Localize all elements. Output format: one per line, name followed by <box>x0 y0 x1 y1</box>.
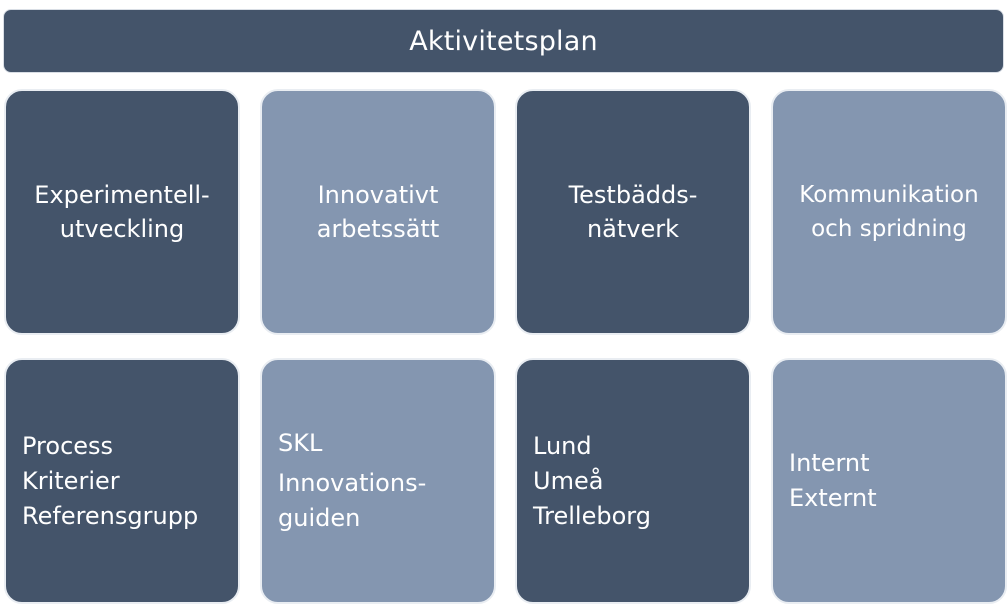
title-banner: Aktivitetsplan <box>3 9 1004 73</box>
detail-tile-experimentell: Process Kriterier Referensgrupp <box>4 358 240 604</box>
list-item: Process <box>22 431 114 460</box>
list-item: Umeå <box>533 466 604 495</box>
header-line: arbetssätt <box>316 215 440 243</box>
detail-tile-innovativt: SKL Innovations- guiden <box>260 358 496 604</box>
list-item: Innovations- <box>278 469 427 497</box>
detail-tile-testbadds: Lund Umeå Trelleborg <box>515 358 751 604</box>
list-item: Kriterier <box>22 466 120 495</box>
header-line: Kommunikation <box>799 182 979 208</box>
header-line: Experimentell- <box>34 181 210 209</box>
header-tile-testbadds: Testbädds- nätverk <box>515 89 751 335</box>
header-line: utveckling <box>59 215 185 243</box>
header-line: Testbädds- <box>568 181 698 209</box>
list-item: guiden <box>278 504 361 532</box>
header-tile-innovativt: Innovativt arbetssätt <box>260 89 496 335</box>
list-item: Referensgrupp <box>22 501 199 530</box>
header-line: och spridning <box>811 216 967 242</box>
header-tile-experimentell: Experimentell- utveckling <box>4 89 240 335</box>
header-tile-kommunikation: Kommunikation och spridning <box>771 89 1007 335</box>
list-item: Trelleborg <box>533 501 651 530</box>
list-item: Internt <box>789 449 870 477</box>
list-item: Lund <box>533 431 592 460</box>
list-item: Externt <box>789 484 877 512</box>
page-title: Aktivitetsplan <box>409 25 598 57</box>
list-item: SKL <box>278 429 323 457</box>
header-line: nätverk <box>586 215 680 243</box>
detail-tile-kommunikation: Internt Externt <box>771 358 1007 604</box>
header-line: Innovativt <box>317 181 439 209</box>
